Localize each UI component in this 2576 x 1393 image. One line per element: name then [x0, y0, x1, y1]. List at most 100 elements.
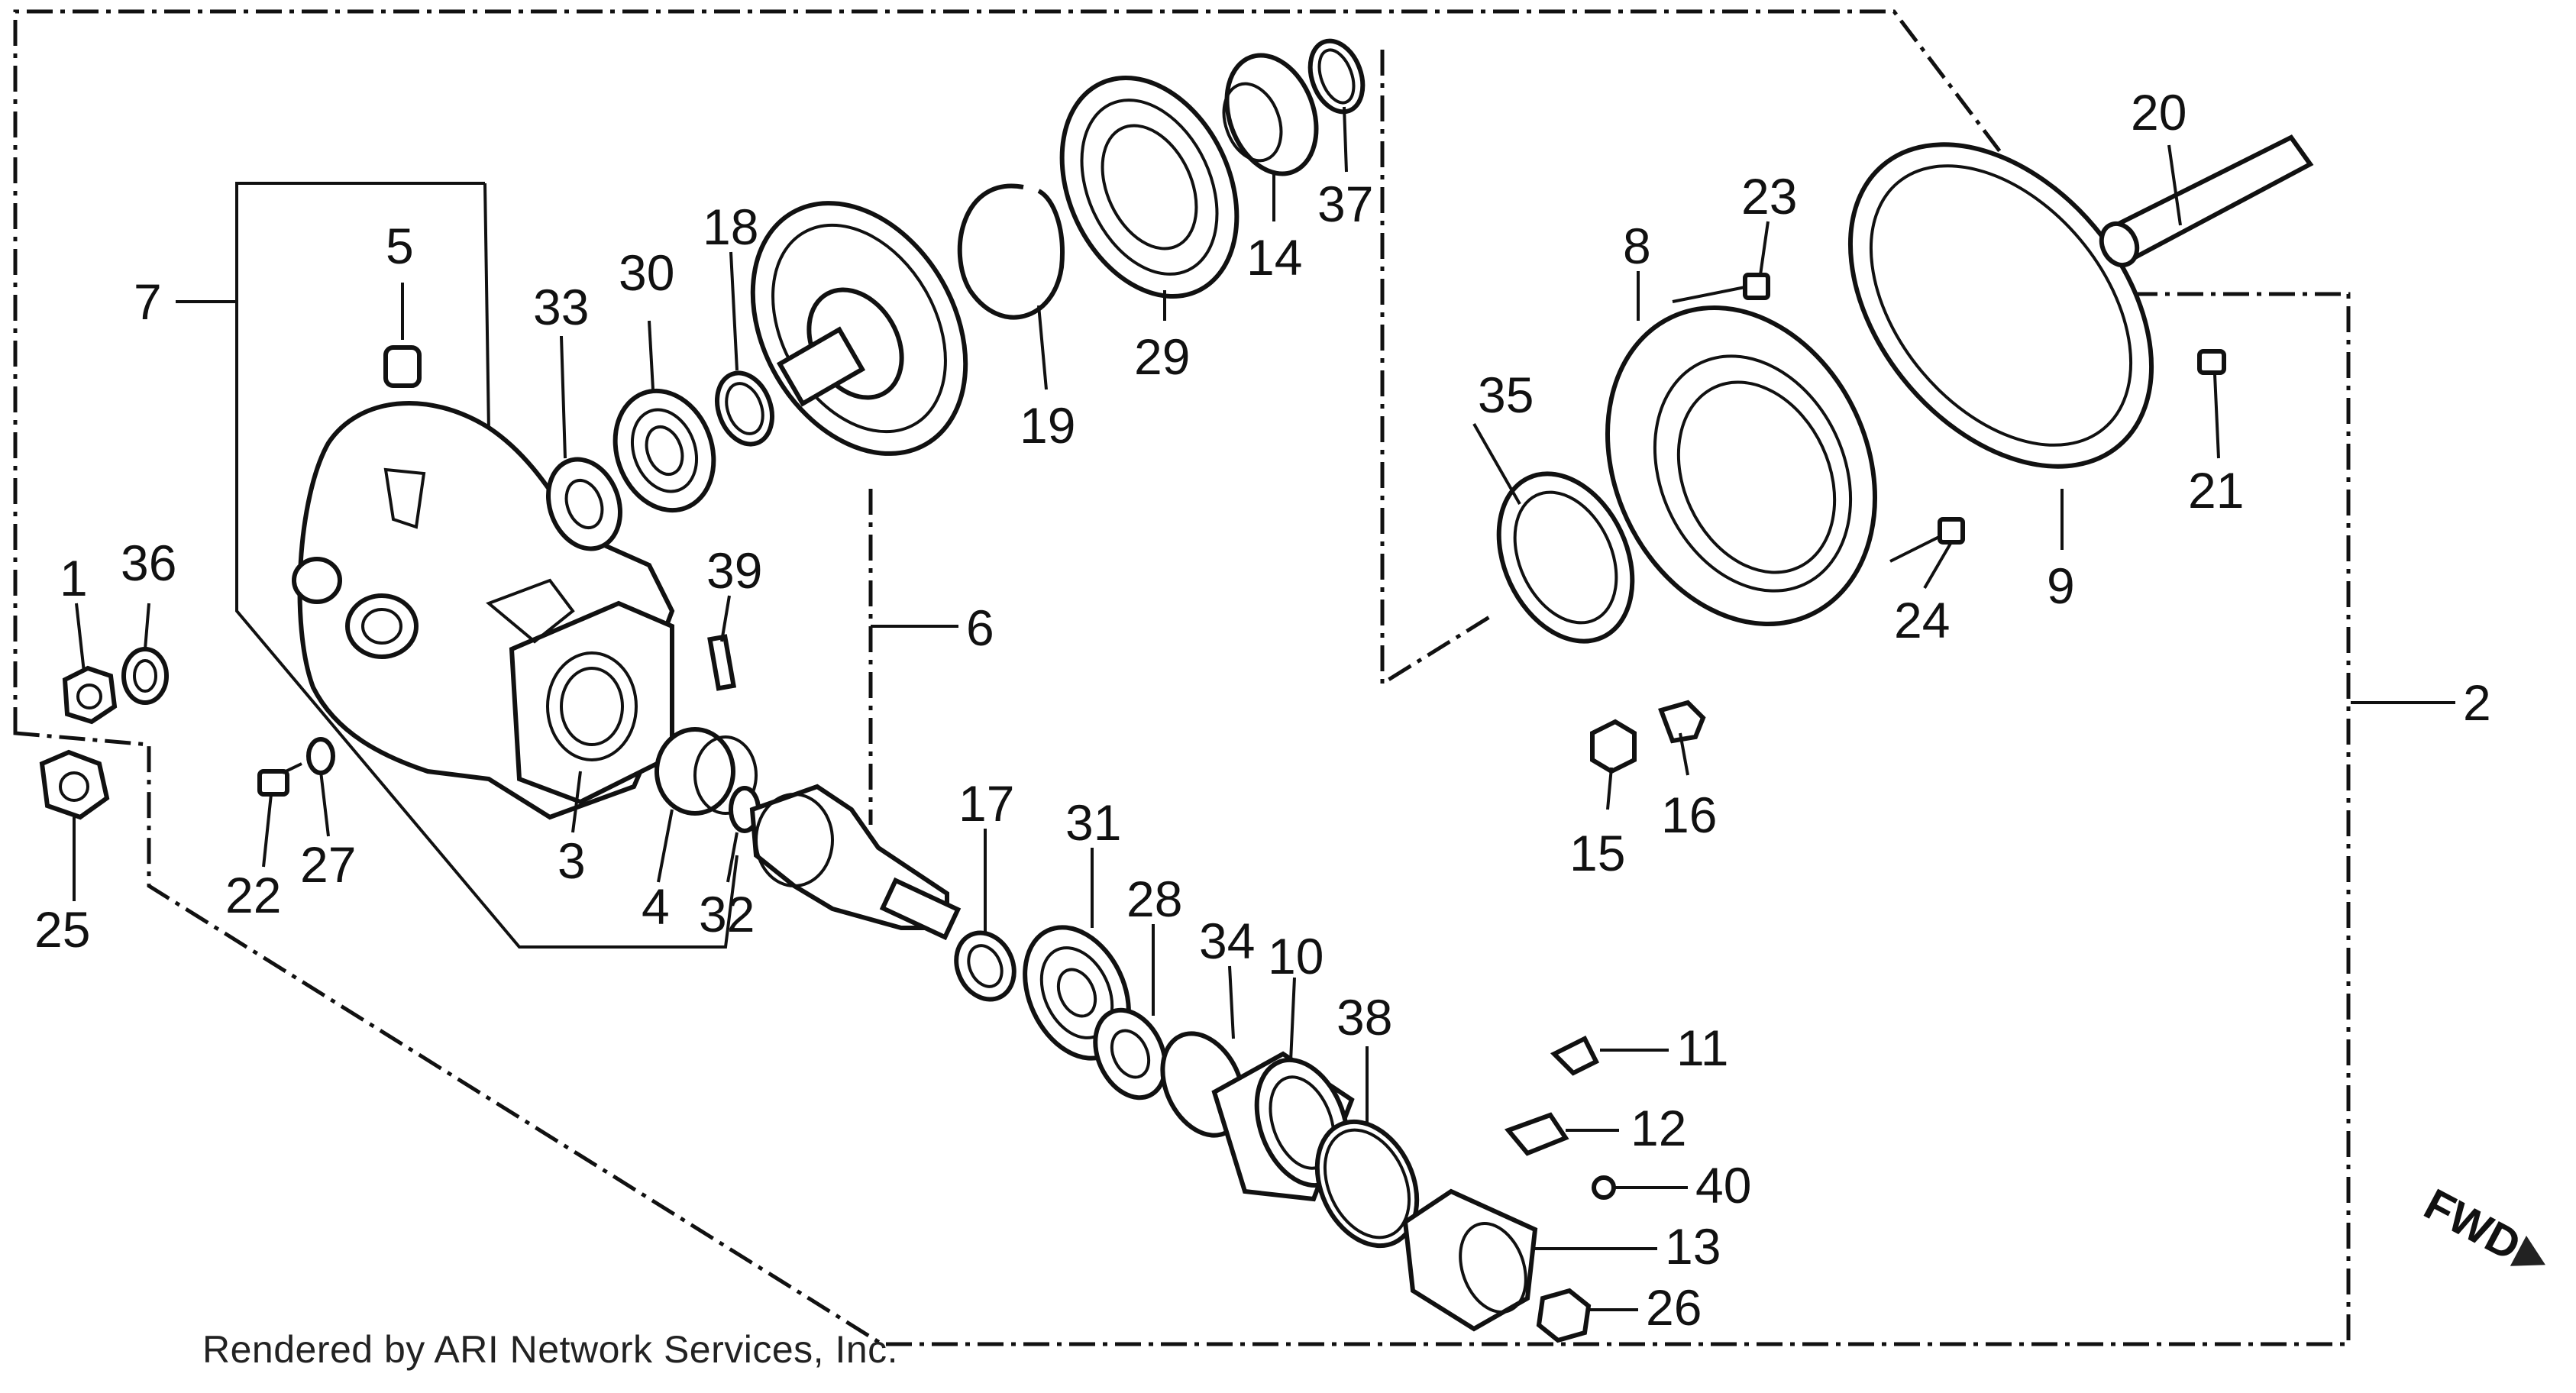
leader-1 — [75, 603, 86, 673]
part-18-shim — [715, 370, 774, 447]
callout-26: 26 — [1646, 1279, 1702, 1336]
part-8-cover — [1605, 305, 1877, 626]
part-17-shim — [954, 930, 1017, 1002]
callout-36: 36 — [121, 535, 176, 591]
subassembly-7-bracket — [235, 182, 739, 949]
part-30-bearing — [612, 388, 716, 513]
part-29-bearing — [1059, 75, 1240, 299]
leader-30 — [648, 320, 655, 390]
leader-22 — [262, 793, 273, 868]
leader-3 — [571, 771, 582, 833]
part-26-bolt — [1536, 1288, 1592, 1343]
part-6-pinion-gear — [749, 784, 962, 941]
leader-39 — [720, 595, 731, 642]
callout-17: 17 — [958, 775, 1014, 832]
part-40-screw — [1592, 1175, 1616, 1200]
leader-37 — [1343, 106, 1348, 173]
part-39-pin — [707, 634, 737, 691]
callout-37: 37 — [1317, 176, 1373, 232]
callout-14: 14 — [1246, 229, 1302, 286]
subassembly-2-bracket — [1380, 50, 1495, 687]
leader-18 — [729, 251, 739, 371]
leader-34 — [1228, 965, 1235, 1039]
part-25-nut — [39, 749, 110, 820]
part-11-clip — [1550, 1035, 1600, 1076]
part-15-nut — [1590, 719, 1637, 774]
footer-credit: Rendered by ARI Network Services, Inc. — [202, 1328, 899, 1371]
callout-6: 6 — [966, 600, 994, 656]
part-5-plug — [383, 345, 422, 388]
part-22-bolt — [257, 762, 302, 797]
part-9-ring — [1847, 142, 2154, 469]
callout-25: 25 — [34, 901, 90, 958]
part-33-washer — [545, 457, 623, 551]
leader-32 — [726, 832, 739, 883]
callout-34: 34 — [1199, 913, 1255, 969]
part-37-o-ring — [1307, 38, 1366, 115]
leader-33 — [560, 335, 567, 459]
fwd-label: FWD — [2416, 1179, 2529, 1270]
callout-38: 38 — [1336, 989, 1392, 1046]
callout-19: 19 — [1020, 397, 1075, 454]
leader-23 — [1759, 221, 1770, 276]
leader-36 — [144, 603, 150, 650]
leader-20 — [2167, 144, 2182, 226]
callout-11: 11 — [1676, 1020, 1729, 1076]
part-19-circlip — [957, 183, 1065, 320]
callout-32: 32 — [699, 886, 755, 942]
part-6-ring-gear — [750, 201, 968, 456]
forward-direction-arrow: FWD — [2416, 1179, 2545, 1270]
callout-27: 27 — [300, 836, 356, 893]
callout-7: 7 — [134, 273, 162, 330]
leader-27 — [319, 771, 330, 837]
part-12-plate — [1504, 1112, 1569, 1156]
part-13-universal-joint — [1402, 1188, 1538, 1332]
callout-30: 30 — [619, 244, 674, 301]
callout-31: 31 — [1065, 794, 1121, 851]
callout-23: 23 — [1741, 168, 1797, 225]
part-16-nut — [1658, 700, 1706, 744]
part-24-bolt — [1889, 517, 1965, 563]
leader-4 — [657, 809, 674, 883]
part-27-washer — [306, 737, 335, 775]
callout-22: 22 — [225, 867, 281, 923]
leader-16 — [1679, 732, 1689, 776]
part-1-nut — [62, 665, 118, 725]
leader-10 — [1289, 977, 1296, 1062]
callout-4: 4 — [642, 878, 670, 935]
callout-8: 8 — [1623, 218, 1651, 274]
assembly-boundary-line — [13, 9, 2351, 1346]
part-38-o-ring — [1314, 1119, 1420, 1249]
callout-21: 21 — [2188, 462, 2244, 519]
callout-1: 1 — [60, 550, 88, 606]
callout-24: 24 — [1894, 592, 1950, 648]
callout-33: 33 — [533, 279, 589, 335]
subassembly-7-top-leader — [483, 183, 490, 432]
fwd-arrowhead — [2510, 1236, 2545, 1266]
callout-15: 15 — [1569, 825, 1625, 881]
callout-2: 2 — [2463, 674, 2491, 731]
part-35-oil-seal — [1496, 471, 1635, 644]
part-36-washer — [121, 647, 169, 705]
part-28-washer — [1093, 1007, 1168, 1101]
part-21-bolt — [2197, 349, 2226, 375]
part-14-collar — [1222, 53, 1319, 176]
callout-5: 5 — [386, 218, 414, 274]
part-23-bolt — [1672, 273, 1770, 303]
callout-40: 40 — [1695, 1157, 1751, 1214]
leader-21 — [2213, 373, 2220, 459]
callout-29: 29 — [1134, 328, 1190, 385]
leader-19 — [1037, 305, 1048, 390]
part-20-pin — [2099, 134, 2314, 268]
callout-16: 16 — [1661, 787, 1717, 843]
part-4-oil-seal — [655, 727, 758, 816]
callout-35: 35 — [1478, 367, 1534, 423]
callout-13: 13 — [1665, 1218, 1721, 1275]
callout-3: 3 — [558, 832, 586, 889]
callout-10: 10 — [1268, 928, 1324, 984]
callout-18: 18 — [703, 199, 758, 255]
callout-9: 9 — [2047, 558, 2075, 614]
leader-24 — [1923, 541, 1953, 590]
callout-12: 12 — [1631, 1100, 1686, 1156]
